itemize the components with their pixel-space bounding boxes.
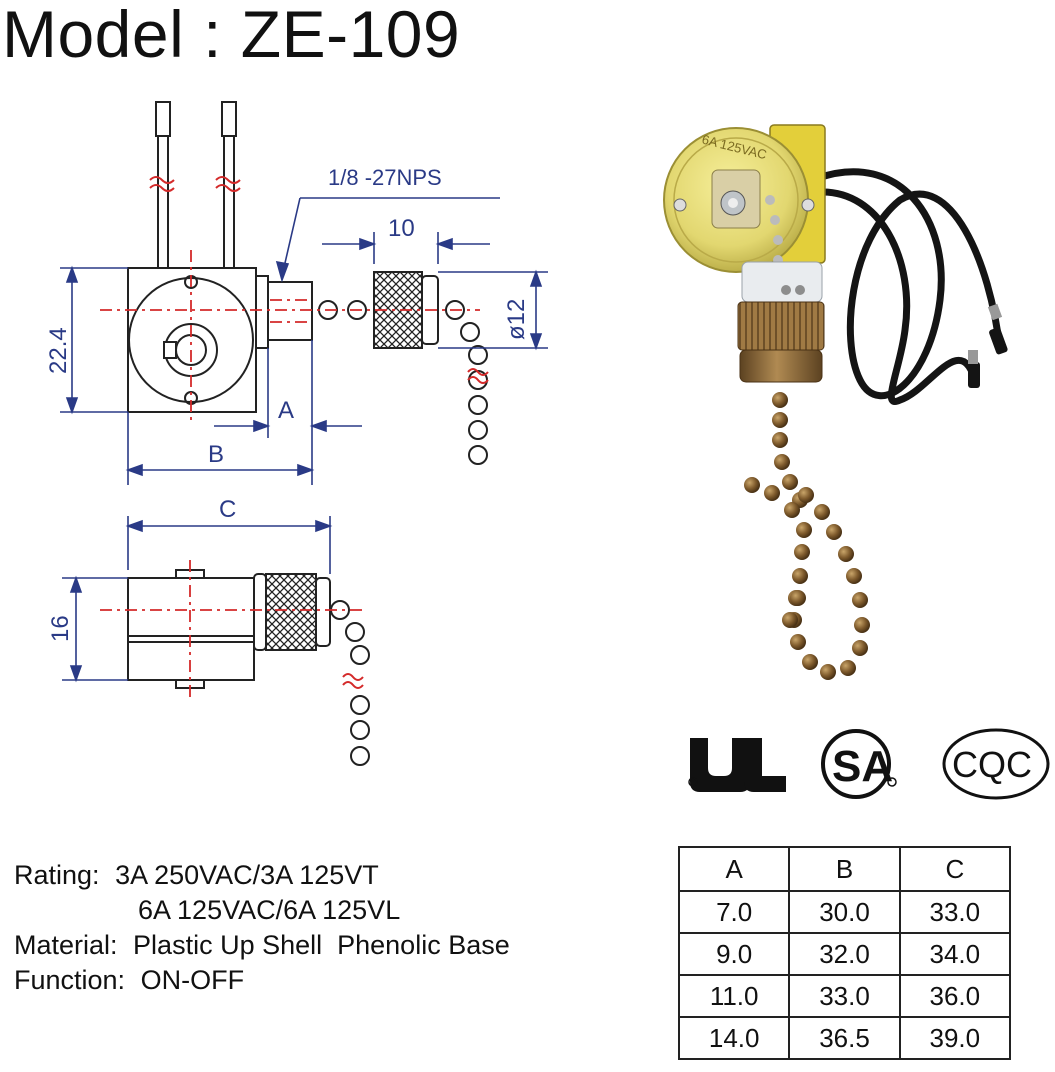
rating-value-line2: 6A 125VAC/6A 125VL [138,895,401,925]
cqc-certification-logo: CQC [942,728,1050,800]
dim-22-4-label: 22.4 [45,327,72,374]
material-label: Material: [14,930,118,960]
table-cell: 11.0 [677,974,791,1018]
table-cell: 14.0 [677,1016,791,1060]
dim-10-label: 10 [388,215,415,242]
technical-drawing: 1/8 -27NPS 10 ø12 22.4 A B C 16 [45,101,1050,800]
table-cell: 7.0 [677,890,791,934]
ul-certification-logo [688,738,786,792]
table-row: 7.0 30.0 33.0 [677,890,1012,934]
table-header-cell: A [677,846,791,892]
table-row: 14.0 36.5 39.0 [677,1016,1012,1060]
material-value: Plastic Up Shell Phenolic Base [133,930,510,960]
dim-a-label: A [278,397,294,424]
top-view-drawing [127,101,488,465]
svg-text:CQC: CQC [952,744,1032,785]
table-cell: 30.0 [788,890,901,934]
csa-certification-logo: SA [821,729,897,799]
table-row: 11.0 33.0 36.0 [677,974,1012,1018]
side-view-drawing [127,569,370,766]
rating-value-line1: 3A 250VAC/3A 125VT [115,860,379,890]
table-cell: 36.0 [898,974,1012,1018]
function-value: ON-OFF [140,965,245,995]
rating-label: Rating: [14,860,100,890]
table-cell: 39.0 [898,1016,1012,1060]
table-cell: 34.0 [898,932,1012,976]
table-header-cell: B [788,846,901,892]
product-photo: 6A 125VAC [663,124,1008,680]
page-title: Model : ZE-109 [2,0,461,71]
table-header-cell: C [898,846,1012,892]
table-cell: 36.5 [788,1016,901,1060]
table-cell: 32.0 [788,932,901,976]
dim-diameter-label: ø12 [503,299,530,340]
specifications-block: Rating: 3A 250VAC/3A 125VT 6A 125VAC/6A … [14,858,510,998]
dim-16-label: 16 [47,615,74,642]
table-cell: 33.0 [788,974,901,1018]
dim-c-label: C [219,496,236,523]
table-cell: 9.0 [677,932,791,976]
svg-text:SA: SA [832,742,893,791]
table-row: 9.0 32.0 34.0 [677,932,1012,976]
table-cell: 33.0 [898,890,1012,934]
dim-b-label: B [208,441,224,468]
dimension-table: A B C 7.0 30.0 33.0 9.0 32.0 34.0 11.0 3… [677,846,1012,1060]
table-header-row: A B C [677,846,1012,892]
thread-label: 1/8 -27NPS [328,165,442,190]
function-label: Function: [14,965,126,995]
